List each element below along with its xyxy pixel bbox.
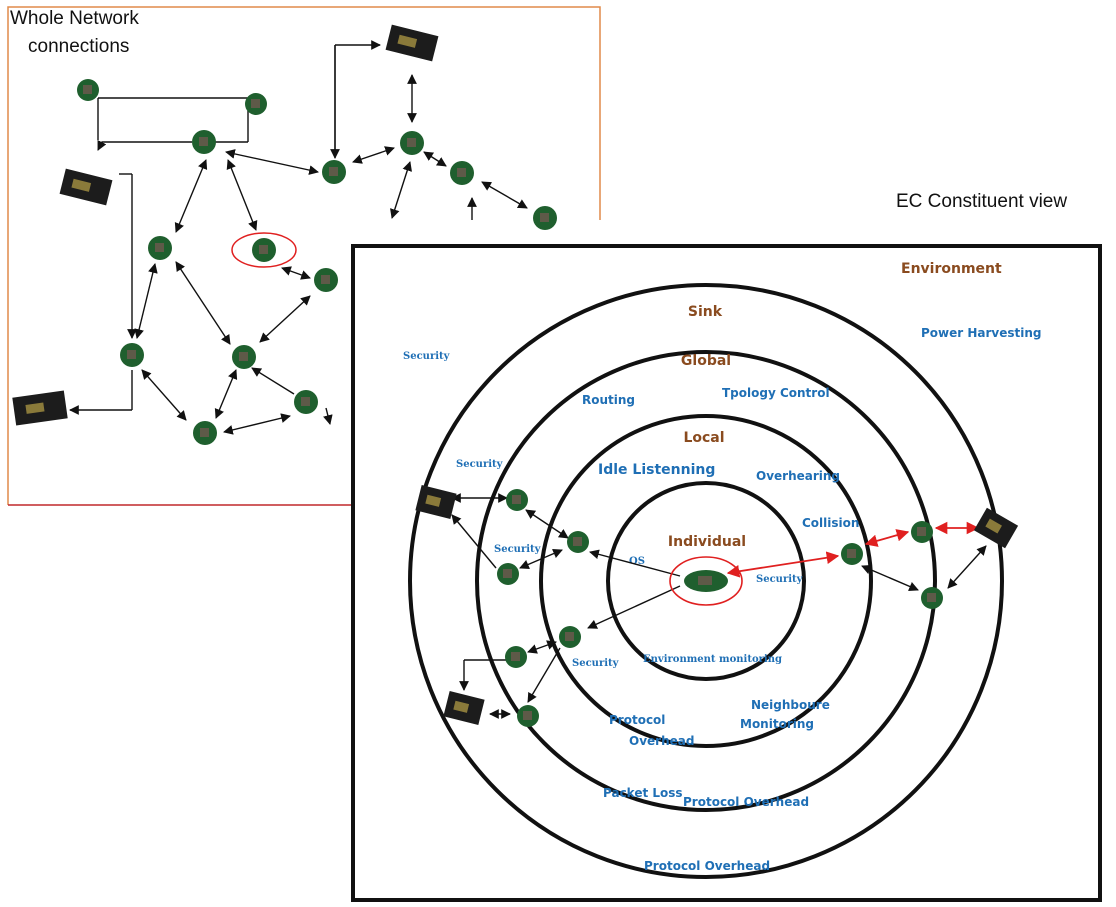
sensor-node	[232, 345, 256, 369]
sink-board	[415, 485, 457, 519]
individual-sensor-node	[684, 570, 728, 592]
constituent-labels: Security Power Harvesting Routing Tpolog…	[403, 326, 1042, 873]
sensor-node	[841, 543, 863, 565]
label-protocol-overhead-local-line1: Protocol	[609, 713, 665, 727]
sensor-node	[911, 521, 933, 543]
sensor-node	[294, 390, 318, 414]
right-panel-title: EC Constituent view	[896, 191, 1067, 212]
global-ring	[475, 350, 937, 812]
constituent-links	[451, 493, 987, 719]
left-highlight-ring	[231, 232, 297, 268]
label-security-outer: Security	[403, 351, 451, 362]
sensor-node	[322, 160, 346, 184]
sensor-node	[400, 131, 424, 155]
left-panel-title-line1: Whole Network	[10, 8, 139, 29]
label-security-local: Security	[572, 658, 620, 669]
sensor-node	[192, 130, 216, 154]
sensor-node	[497, 563, 519, 585]
label-power-harvesting: Power Harvesting	[921, 326, 1042, 340]
sink-board	[12, 390, 68, 426]
ring-label-local: Local	[683, 430, 724, 446]
label-routing: Routing	[582, 393, 635, 407]
label-idle-listening: Idle Listenning	[598, 462, 715, 478]
sensor-node	[533, 206, 557, 230]
sensor-node	[567, 531, 589, 553]
concentric-rings	[408, 283, 1004, 879]
label-neighbour-monitoring-line2: Monitoring	[740, 717, 814, 731]
label-packet-loss: Packet Loss	[603, 786, 683, 800]
sensor-node	[506, 489, 528, 511]
label-collision: Collision	[802, 516, 859, 530]
label-neighbour-monitoring-line1: Neighboure	[751, 698, 830, 712]
individual-highlight-ring	[669, 556, 743, 606]
ring-label-individual: Individual	[668, 534, 746, 550]
sensor-node	[517, 705, 539, 727]
label-protocol-overhead-sink: Protocol Overhead	[644, 859, 770, 873]
sensor-node	[921, 587, 943, 609]
label-environment-monitoring: Environment monitoring	[643, 654, 782, 665]
ring-label-global: Global	[681, 353, 731, 369]
sensor-node	[314, 268, 338, 292]
sink-board	[59, 168, 113, 206]
individual-ring	[606, 481, 806, 681]
whole-network-panel: Whole Network connections	[7, 6, 601, 506]
ring-label-environment: Environment	[901, 261, 1002, 277]
sink-board	[973, 507, 1019, 549]
sensor-node	[148, 236, 172, 260]
sensor-node	[120, 343, 144, 367]
label-topology-control: Tpology Control	[722, 386, 830, 400]
left-panel-title-line2: connections	[28, 36, 129, 57]
label-security-global: Security	[494, 544, 542, 555]
ring-label-sink: Sink	[688, 304, 723, 320]
label-overhearing: Overhearing	[756, 469, 840, 483]
sensor-node	[559, 626, 581, 648]
sink-ring	[408, 283, 1004, 879]
left-panel-frame	[7, 6, 601, 505]
highlighted-links	[726, 521, 980, 578]
sensor-node	[245, 93, 267, 115]
sink-board	[385, 24, 439, 62]
sensor-node	[450, 161, 474, 185]
label-protocol-overhead-local-line2: Overhead	[629, 734, 694, 748]
sensor-node	[505, 646, 527, 668]
sensor-node	[77, 79, 99, 101]
label-protocol-overhead-global: Protocol Overhead	[683, 795, 809, 809]
ec-constituent-panel: EC Constituent view Environment Sink Glo…	[351, 191, 1102, 902]
label-os: OS	[629, 556, 645, 567]
label-security-sink: Security	[456, 459, 504, 470]
constituent-nodes	[415, 485, 1019, 727]
whole-network-nodes	[12, 24, 557, 445]
sensor-node	[193, 421, 217, 445]
sensor-node	[252, 238, 276, 262]
label-security-individual: Security	[756, 574, 804, 585]
whole-network-links	[69, 40, 528, 435]
sink-board	[443, 691, 485, 725]
